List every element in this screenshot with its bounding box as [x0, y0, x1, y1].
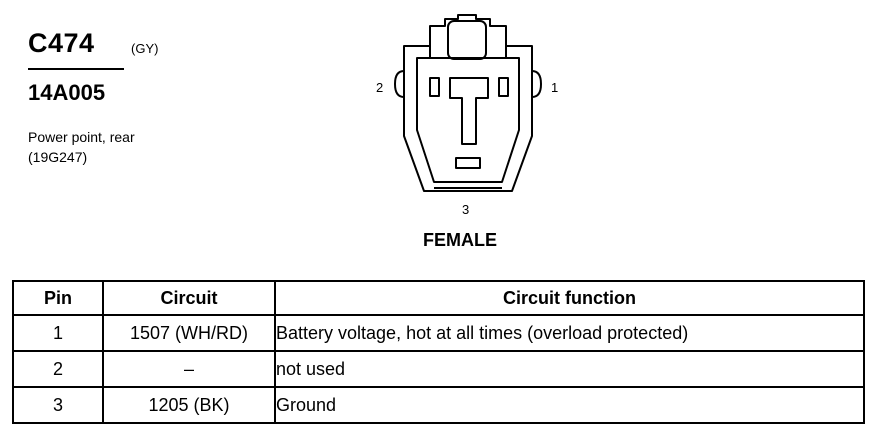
table-row: 2 – not used	[12, 350, 865, 388]
header-pin: Pin	[12, 280, 104, 316]
title-underline	[28, 68, 124, 70]
description-line-1: Power point, rear	[28, 129, 135, 145]
pin-3-cavity-t-slot	[449, 77, 489, 145]
connector-face-diagram	[394, 14, 542, 192]
circuit-cell: –	[102, 350, 276, 388]
pin-2-label: 2	[376, 80, 384, 95]
part-number: 14A005	[28, 80, 106, 105]
keying-slot	[455, 157, 481, 169]
circuit-function-cell: Ground	[274, 386, 865, 424]
table-row: 3 1205 (BK) Ground	[12, 386, 865, 424]
connector-id: C474	[28, 28, 95, 58]
circuit-cell: 1205 (BK)	[102, 386, 276, 424]
pin-1-label: 1	[551, 80, 559, 95]
locking-tab	[447, 20, 487, 60]
header-circuit-function: Circuit function	[274, 280, 865, 316]
description-line-2: (19G247)	[28, 149, 88, 165]
connector-outline	[403, 14, 533, 192]
connector-color-code: (GY)	[131, 41, 159, 56]
pin-2-cavity	[429, 77, 440, 97]
header-circuit: Circuit	[102, 280, 276, 316]
circuit-cell: 1507 (WH/RD)	[102, 314, 276, 352]
circuit-function-cell: not used	[274, 350, 865, 388]
connector-inner-outline	[416, 57, 520, 183]
pin-cell: 3	[12, 386, 104, 424]
side-ear-right	[531, 70, 542, 98]
pinout-table: Pin Circuit Circuit function 1 1507 (WH/…	[12, 280, 865, 424]
pin-1-cavity	[498, 77, 509, 97]
pin-3-label: 3	[462, 202, 470, 217]
table-row: 1 1507 (WH/RD) Battery voltage, hot at a…	[12, 314, 865, 352]
pin-cell: 1	[12, 314, 104, 352]
circuit-function-cell: Battery voltage, hot at all times (overl…	[274, 314, 865, 352]
table-header-row: Pin Circuit Circuit function	[12, 280, 865, 316]
connector-gender-label: FEMALE	[423, 230, 497, 250]
pin-cell: 2	[12, 350, 104, 388]
side-ear-left	[394, 70, 405, 98]
